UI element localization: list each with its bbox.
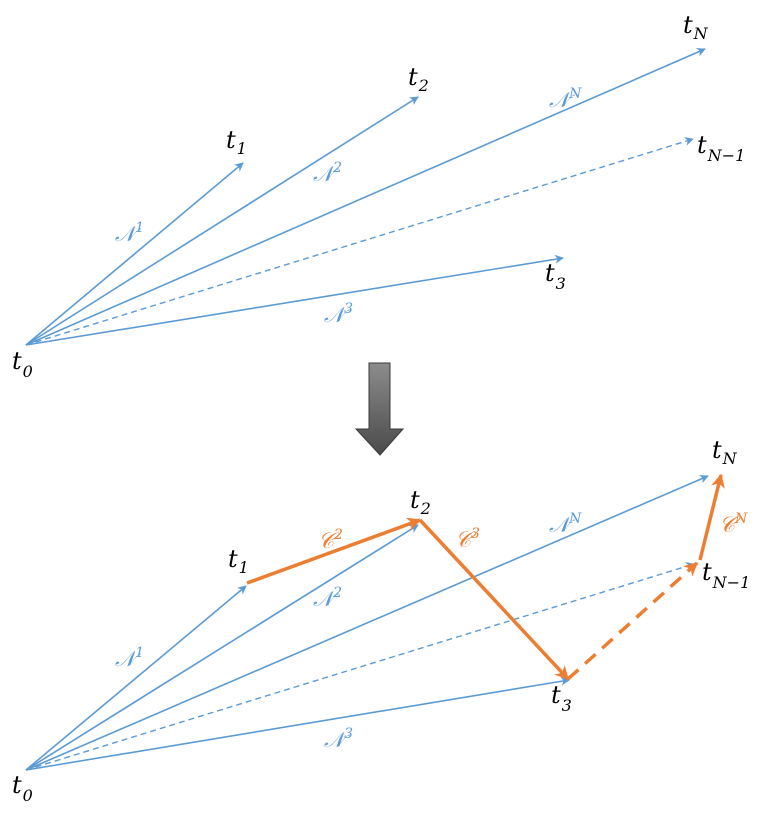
bottom-panel: t1 t2 tN tN−1 t3 t0 𝒩1 𝒩2 𝒩N 𝒩3 𝒞2 𝒞3 𝒞N	[12, 436, 750, 805]
bottom-label-t0: t0	[12, 771, 33, 805]
bottom-label-n3: 𝒩3	[324, 726, 353, 752]
top-vector-n3	[25, 254, 564, 346]
top-vector-nN1-dashed	[25, 137, 694, 346]
top-vector-nN	[25, 48, 706, 346]
top-label-t0: t0	[12, 347, 33, 381]
bottom-label-t3: t3	[551, 681, 572, 715]
bottom-chain-c2	[246, 517, 422, 585]
bottom-vector-nN1-dashed	[25, 562, 695, 771]
bottom-vector-n2	[25, 524, 419, 771]
bottom-label-tN-1: tN−1	[702, 558, 750, 592]
bottom-label-tN: tN	[712, 436, 738, 468]
bottom-chain-c3	[418, 518, 570, 681]
bottom-vector-nN	[25, 475, 709, 771]
top-label-n3: 𝒩3	[324, 301, 353, 327]
bottom-label-cN: 𝒞N	[719, 511, 748, 538]
top-label-tN: tN	[683, 11, 709, 43]
bottom-label-n2: 𝒩2	[313, 585, 342, 611]
bottom-label-n1: 𝒩1	[115, 645, 144, 671]
bottom-label-t2: t2	[410, 486, 431, 518]
top-vector-n1	[25, 162, 244, 346]
top-label-t2: t2	[408, 63, 429, 95]
top-label-t1: t1	[226, 126, 247, 158]
bottom-vector-n3	[25, 676, 570, 771]
bottom-vector-n1	[25, 585, 247, 771]
top-label-tN-1: tN−1	[697, 131, 745, 165]
top-label-t3: t3	[545, 259, 566, 293]
top-panel: t1 t2 tN tN−1 t3 t0 𝒩1 𝒩2 𝒩N 𝒩3	[12, 11, 745, 381]
bottom-label-c3: 𝒞3	[455, 526, 480, 553]
top-label-n1: 𝒩1	[115, 220, 144, 246]
top-label-n2: 𝒩2	[313, 160, 342, 186]
top-vector-n2	[25, 96, 419, 346]
bottom-chain-dashed	[566, 561, 699, 681]
top-label-nN: 𝒩N	[549, 86, 582, 112]
bottom-label-t1: t1	[228, 545, 249, 577]
bottom-chain-cN	[698, 473, 725, 561]
transition-down-arrow-icon	[354, 362, 405, 456]
